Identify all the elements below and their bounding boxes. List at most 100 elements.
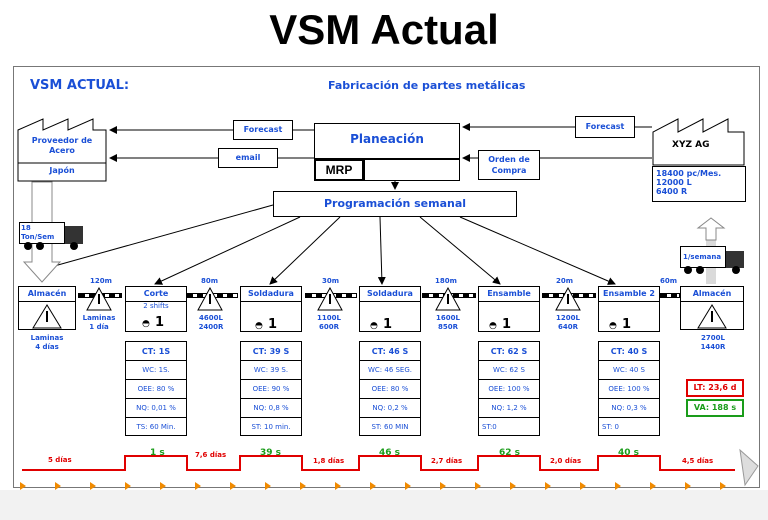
process-ensamble-2: Ensamble 2 ◓ 1: [598, 286, 660, 332]
distance-3: 30m: [322, 277, 340, 285]
wait-4: 2,7 días: [431, 457, 463, 465]
cycle-time-5: 40 s: [618, 448, 640, 458]
push-arrow-6: [660, 293, 680, 298]
diagram-subtitle: Fabricación de partes metálicas: [328, 79, 526, 92]
inventory-1-line-2: 1 día: [89, 323, 109, 331]
process-4-ct: CT: 62 S: [479, 342, 539, 361]
page-title: VSM Actual: [269, 6, 499, 53]
scheduling-box: Programación semanal: [273, 191, 517, 217]
supplier-truck-cab-icon: [65, 226, 83, 244]
process-2-ct: CT: 39 S: [241, 342, 301, 361]
operator-icon: ◓: [489, 321, 497, 331]
forecast-customer-box: Forecast: [575, 116, 635, 138]
operator-icon: ◓: [142, 319, 150, 329]
forecast-supplier-box: Forecast: [233, 120, 293, 140]
inventory-5: 1200L 640R: [547, 314, 589, 332]
mrp-label: MRP: [325, 163, 353, 177]
supplier-truck-wheels-icon: [22, 242, 82, 250]
bottom-strip: [0, 490, 768, 520]
warehouse-out-note-1: 2700L: [701, 334, 725, 342]
cycle-time-1: 1 s: [150, 448, 165, 458]
process-2-operators: 1: [267, 317, 277, 332]
bottom-markers: [20, 482, 726, 490]
purchase-order-label: Orden de Compra: [488, 155, 530, 175]
process-soldadura-2: Soldadura ◓ 1: [359, 286, 421, 332]
email-box: email: [218, 148, 278, 168]
process-3-nq: NQ: 0,2 %: [360, 399, 420, 418]
process-ensamble: Ensamble ◓ 1: [478, 286, 540, 332]
process-3-operators: 1: [382, 317, 392, 332]
process-soldadura-1: Soldadura ◓ 1: [240, 286, 302, 332]
planning-subbox: [364, 159, 460, 181]
inventory-4: 1600L 850R: [427, 314, 469, 332]
warehouse-in-note-1: Laminas: [30, 334, 64, 342]
inventory-3-line-2: 600R: [318, 323, 339, 331]
wait-6: 4,5 días: [682, 457, 714, 465]
inventory-1-line-1: Laminas: [82, 314, 116, 322]
warehouse-out-triangle-icon: [697, 304, 727, 329]
process-3-oee: OEE: 80 %: [360, 380, 420, 399]
data-box-4: CT: 62 S WC: 62 S OEE: 100 % NQ: 1,2 % S…: [478, 341, 540, 436]
customer-demand-box: 18400 pc/Mes. 12000 L 6400 R: [652, 166, 746, 202]
process-4-operators: 1: [501, 317, 511, 332]
wait-2: 7,6 días: [195, 451, 227, 459]
process-5-operators: 1: [621, 317, 631, 332]
planning-box: Planeación: [314, 123, 460, 159]
process-4-name: Ensamble: [479, 287, 539, 302]
distance-5: 20m: [556, 277, 574, 285]
process-5-ct: CT: 40 S: [599, 342, 659, 361]
process-2-nq: NQ: 0,8 %: [241, 399, 301, 418]
data-box-5: CT: 40 S WC: 40 S OEE: 100 % NQ: 0,3 % S…: [598, 341, 660, 436]
lead-time: LT: 23,6 d: [693, 383, 737, 392]
distance-4: 180m: [435, 277, 457, 285]
inventory-triangle-icon-3: [317, 286, 343, 311]
data-box-1: CT: 1S WC: 1S. OEE: 80 % NQ: 0,01 % TS: …: [125, 341, 187, 436]
process-corte: Corte 2 shifts ◓ 1: [125, 286, 187, 332]
process-4-oee: OEE: 100 %: [479, 380, 539, 399]
planning-label: Planeación: [350, 132, 424, 146]
process-1-name: Corte: [126, 287, 186, 302]
operator-icon: ◓: [255, 321, 263, 331]
wait-1: 5 días: [48, 456, 72, 464]
operator-icon: ◓: [609, 321, 617, 331]
value-added-box: VA: 188 s: [686, 399, 744, 417]
purchase-order-box: Orden de Compra: [478, 150, 540, 180]
inventory-5-line-2: 640R: [557, 323, 578, 331]
warehouse-in-triangle-icon: [32, 304, 62, 329]
operator-icon: ◓: [370, 321, 378, 331]
process-1-operators: 1: [154, 315, 164, 330]
inventory-2-line-1: 4600L: [199, 314, 223, 322]
warehouse-out: Almacén: [680, 286, 744, 330]
process-4-st: ST:0: [482, 423, 497, 431]
cycle-time-4: 62 s: [499, 448, 521, 458]
distance-1: 120m: [90, 277, 112, 285]
data-box-2: CT: 39 S WC: 39 S. OEE: 90 % NQ: 0,8 % S…: [240, 341, 302, 436]
distance-2: 80m: [201, 277, 219, 285]
process-3-wc: WC: 46 SEG.: [360, 361, 420, 380]
supplier-location: Japón: [49, 166, 75, 175]
email-label: email: [235, 153, 261, 162]
warehouse-out-note: 2700L 1440R: [686, 334, 740, 352]
customer-factory-icon: [652, 118, 745, 166]
warehouse-out-name: Almacén: [681, 287, 743, 302]
customer-truck-cab-icon: [726, 251, 744, 268]
inventory-3: 1100L 600R: [308, 314, 350, 332]
forecast-customer-label: Forecast: [585, 122, 625, 131]
inventory-5-line-1: 1200L: [556, 314, 580, 322]
forecast-supplier-label: Forecast: [243, 125, 283, 134]
inventory-1: Laminas 1 día: [78, 314, 120, 332]
inventory-triangle-icon-5: [555, 286, 581, 311]
inventory-triangle-icon-4: [435, 286, 461, 311]
warehouse-in-note-2: 4 días: [35, 343, 59, 351]
customer-truck-label: 1/semana: [683, 253, 722, 261]
customer-truck-wheels-icon: [682, 266, 744, 274]
process-1-shifts: 2 shifts: [143, 302, 169, 310]
inventory-4-line-2: 850R: [437, 323, 458, 331]
process-4-nq: NQ: 1,2 %: [479, 399, 539, 418]
customer-name: XYZ AG: [672, 140, 710, 150]
cycle-time-2: 39 s: [260, 448, 282, 458]
value-added: VA: 188 s: [693, 403, 737, 412]
process-1-oee: OEE: 80 %: [126, 380, 186, 399]
